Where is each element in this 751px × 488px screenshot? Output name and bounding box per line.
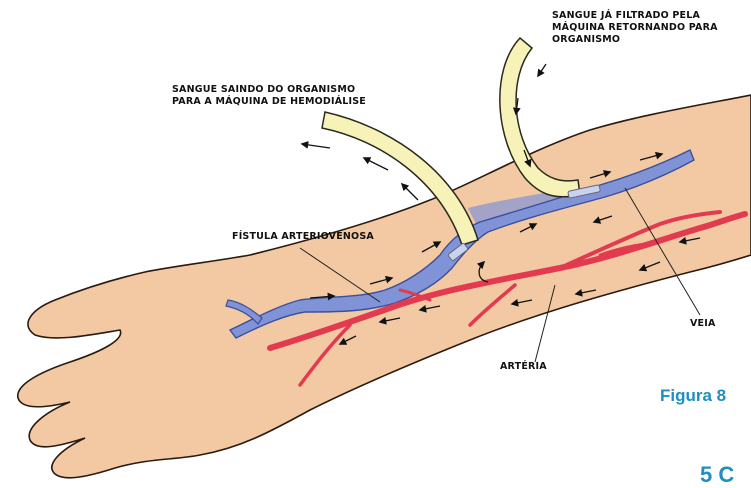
corner-mark: 5 C xyxy=(700,462,734,488)
flow-arrow-icon xyxy=(302,144,330,148)
figure-label: Figura 8 xyxy=(660,386,726,406)
artery-label: ARTÉRIA xyxy=(500,361,547,373)
flow-arrow-icon xyxy=(402,184,418,200)
blood-out-label: SANGUE SAINDO DO ORGANISMO PARA A MÁQUIN… xyxy=(172,84,366,108)
blood-in-label: SANGUE JÁ FILTRADO PELA MÁQUINA RETORNAN… xyxy=(552,10,718,46)
flow-arrow-icon xyxy=(538,64,546,76)
fistula-label: FÍSTULA ARTERIOVENOSA xyxy=(232,231,374,243)
flow-arrow-icon xyxy=(364,158,388,170)
vein-label: VEIA xyxy=(690,318,716,330)
